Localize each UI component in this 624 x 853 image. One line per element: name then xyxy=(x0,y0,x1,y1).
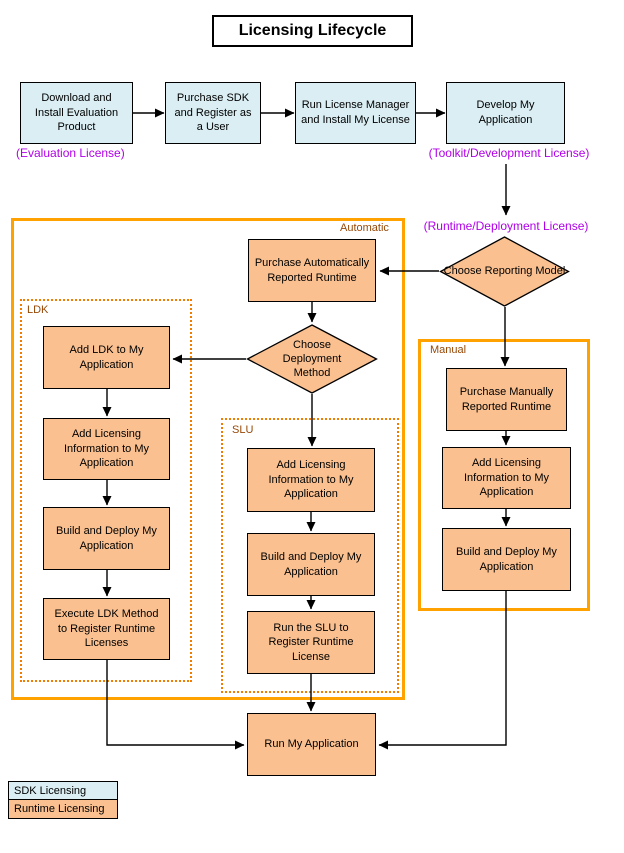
group-label-slu: SLU xyxy=(232,424,254,436)
step-download-install-evaluation: Download and Install Evaluation Product xyxy=(20,82,133,144)
group-label-automatic: Automatic xyxy=(340,222,389,234)
legend-runtime-licensing: Runtime Licensing xyxy=(8,799,118,819)
label-toolkit-development-license: (Toolkit/Development License) xyxy=(428,146,590,160)
group-label-manual: Manual xyxy=(430,344,467,356)
group-slu xyxy=(221,418,399,693)
step-ldk-add-ldk: Add LDK to My Application xyxy=(43,326,170,389)
step-run-license-manager: Run License Manager and Install My Licen… xyxy=(295,82,416,144)
step-purchase-auto-runtime: Purchase Automatically Reported Runtime xyxy=(248,239,376,302)
decision-label: Choose Reporting Model xyxy=(443,265,566,278)
label-evaluation-license: (Evaluation License) xyxy=(16,146,125,160)
step-slu-add-licensing-info: Add Licensing Information to My Applicat… xyxy=(247,448,375,512)
step-ldk-add-licensing-info: Add Licensing Information to My Applicat… xyxy=(43,418,170,480)
step-slu-build-deploy: Build and Deploy My Application xyxy=(247,533,375,596)
step-slu-run-register: Run the SLU to Register Runtime License xyxy=(247,611,375,674)
group-ldk xyxy=(20,299,192,682)
label-runtime-deployment-license: (Runtime/Deployment License) xyxy=(423,219,589,233)
step-manual-build-deploy: Build and Deploy My Application xyxy=(442,528,571,591)
diagram-title: Licensing Lifecycle xyxy=(212,15,413,47)
diamond-shape xyxy=(246,324,378,394)
decision-choose-reporting-model: Choose Reporting Model xyxy=(439,236,570,307)
step-ldk-build-deploy: Build and Deploy My Application xyxy=(43,507,170,570)
step-manual-add-licensing-info: Add Licensing Information to My Applicat… xyxy=(442,447,571,509)
diamond-shape xyxy=(439,236,570,307)
legend-sdk-licensing: SDK Licensing xyxy=(8,781,118,800)
step-ldk-execute-register: Execute LDK Method to Register Runtime L… xyxy=(43,598,170,660)
decision-choose-deployment-method: Choose Deployment Method xyxy=(246,324,378,394)
step-manual-purchase-runtime: Purchase Manually Reported Runtime xyxy=(446,368,567,431)
step-run-my-application: Run My Application xyxy=(247,713,376,776)
group-label-ldk: LDK xyxy=(27,304,49,316)
step-purchase-sdk-register: Purchase SDK and Register as a User xyxy=(165,82,261,144)
decision-label: Choose Deployment Method xyxy=(282,338,342,380)
step-develop-application: Develop My Application xyxy=(446,82,565,144)
